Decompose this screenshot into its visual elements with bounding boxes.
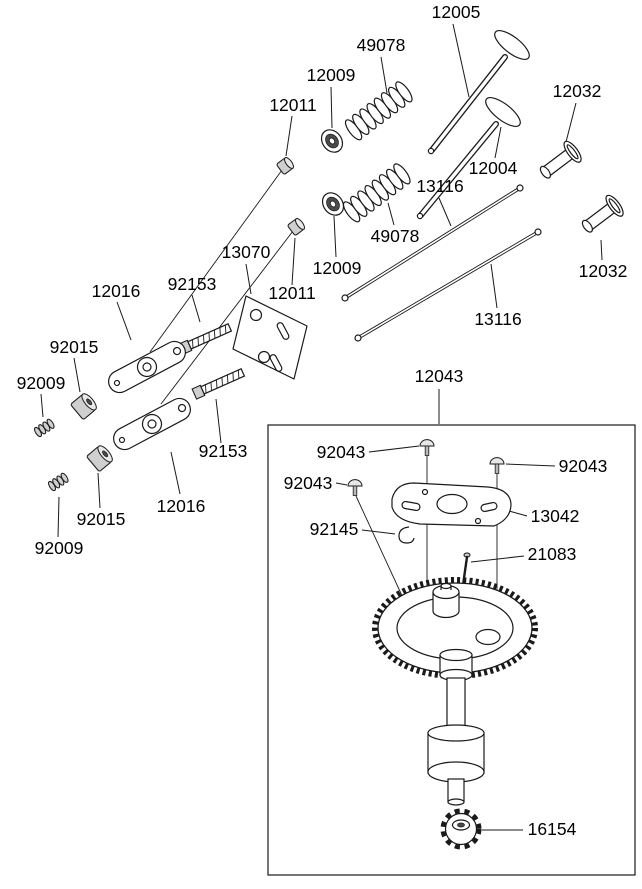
adjust-screw-a <box>32 417 56 439</box>
camshaft-assembly-box <box>267 424 636 876</box>
valve-cap-a <box>275 155 296 176</box>
part-label-13116-a: 13116 <box>416 176 463 196</box>
part-label-12032-a: 12032 <box>553 81 602 101</box>
push-rod-b <box>354 228 542 342</box>
pivot-nut-b <box>85 442 116 473</box>
part-label-13070: 13070 <box>222 242 271 262</box>
governor-plate <box>391 482 512 527</box>
part-label-49078-a: 49078 <box>357 35 406 55</box>
part-label-12011-a: 12011 <box>269 95 316 115</box>
part-label-16154: 16154 <box>528 819 577 839</box>
part-label-13042: 13042 <box>531 506 580 526</box>
part-label-12032-b: 12032 <box>579 261 628 281</box>
part-label-12011-b: 12011 <box>268 283 315 303</box>
camshaft-shaft <box>427 648 485 806</box>
tappet-b <box>576 192 627 239</box>
push-rod-a <box>341 184 524 302</box>
part-label-92015-a: 92015 <box>50 337 99 357</box>
valve-spring-b <box>340 160 414 225</box>
part-label-13116-b: 13116 <box>474 309 521 329</box>
part-label-12004: 12004 <box>469 158 518 178</box>
spring-retainer-a <box>316 125 348 157</box>
part-label-21083: 21083 <box>528 544 577 564</box>
rocker-arm-b <box>109 393 195 455</box>
valve-a <box>427 30 530 155</box>
part-label-92015-b: 92015 <box>77 509 126 529</box>
part-label-92145: 92145 <box>310 519 359 539</box>
part-label-12009-a: 12009 <box>307 65 356 85</box>
tappet-a <box>534 138 585 185</box>
part-label-49078-b: 49078 <box>371 226 420 246</box>
part-label-92009-a: 92009 <box>17 373 66 393</box>
part-label-92153-a: 92153 <box>168 274 217 294</box>
rocker-arm-a <box>104 336 190 398</box>
pump-gear <box>440 808 482 850</box>
valve-b <box>416 97 521 220</box>
stud-b <box>191 366 246 400</box>
part-label-92043-b: 92043 <box>559 456 608 476</box>
assembly-axis-lines <box>149 169 294 405</box>
part-label-12005: 12005 <box>432 2 481 22</box>
part-label-92043-a: 92043 <box>317 442 366 462</box>
pivot-nut-a <box>69 390 100 421</box>
spring-retainer-b <box>317 188 349 220</box>
part-label-92153-b: 92153 <box>199 441 248 461</box>
part-label-12016-a: 12016 <box>92 281 141 301</box>
part-label-12016-b: 12016 <box>157 496 206 516</box>
part-label-12009-b: 12009 <box>313 258 362 278</box>
valve-spring-a <box>342 78 416 143</box>
clip <box>398 526 415 544</box>
valve-cap-b <box>286 216 307 237</box>
part-label-12043: 12043 <box>415 366 464 386</box>
part-label-92009-b: 92009 <box>35 538 84 558</box>
part-label-92043-c: 92043 <box>284 473 333 493</box>
stud-a <box>178 321 233 355</box>
adjust-screw-b <box>46 471 70 493</box>
part-labels: 12005 49078 12009 12011 12032 12004 1311… <box>17 2 628 839</box>
leader-lines <box>40 23 603 831</box>
bracket-plate <box>232 295 308 380</box>
